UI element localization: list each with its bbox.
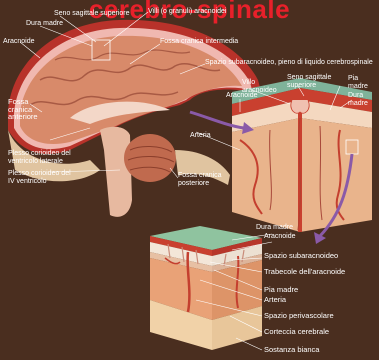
label-spazio-perivascolare: Spazio perivascolare: [264, 312, 334, 320]
label-fossa-cranica-anteriore: Fossa cranica anteriore: [8, 98, 38, 121]
label-arteria: Arteria: [190, 132, 211, 140]
label-pia-madre: Pia madre: [348, 75, 368, 90]
label-fossa-cranica-intermedia: Fossa cranica intermedia: [160, 38, 238, 46]
label-pia-madre-2: Pia madre: [264, 286, 298, 294]
label-aracnoide-3: Aracnoide: [264, 233, 296, 241]
label-spazio-subaracnoideo-pieno: Spazio subaracnoideo, pieno di liquido c…: [205, 59, 373, 67]
label-plesso-corioideo-laterale: Plesso corioideo del ventricolo laterale: [8, 150, 71, 165]
label-spazio-subaracnoideo: Spazio subaracnoideo: [264, 252, 338, 260]
label-trabecole: Trabecole dell'aracnoide: [264, 268, 345, 276]
cortex-cube: [150, 226, 262, 350]
label-sostanza-bianca: Sostanza bianca: [264, 346, 319, 354]
label-dura-madre: Dura madre: [26, 20, 63, 28]
brain-sagittal: [8, 20, 262, 217]
label-seno-sagittale-superiore: Seno sagittale superiore: [54, 10, 130, 18]
label-aracnoide-2: Aracnoide: [226, 92, 258, 100]
label-corteccia-cerebrale: Corteccia cerebrale: [264, 328, 329, 336]
label-arteria-2: Arteria: [264, 296, 286, 304]
label-plesso-corioideo-iv: Plesso corioideo del IV ventricolo: [8, 170, 71, 185]
label-fossa-cranica-posteriore: Fossa cranica posteriore: [178, 172, 222, 187]
label-villi-aracnoidei: Villi (o granuli) aracnoidei: [148, 8, 226, 16]
label-seno-sagittale-superiore-2: Seno sagittale superiore: [287, 74, 331, 89]
label-aracnoide: Aracnoide: [3, 38, 35, 46]
label-dura-madre-3: Dura madre: [256, 224, 293, 232]
label-dura-madre-2: Dura madre: [348, 92, 368, 107]
